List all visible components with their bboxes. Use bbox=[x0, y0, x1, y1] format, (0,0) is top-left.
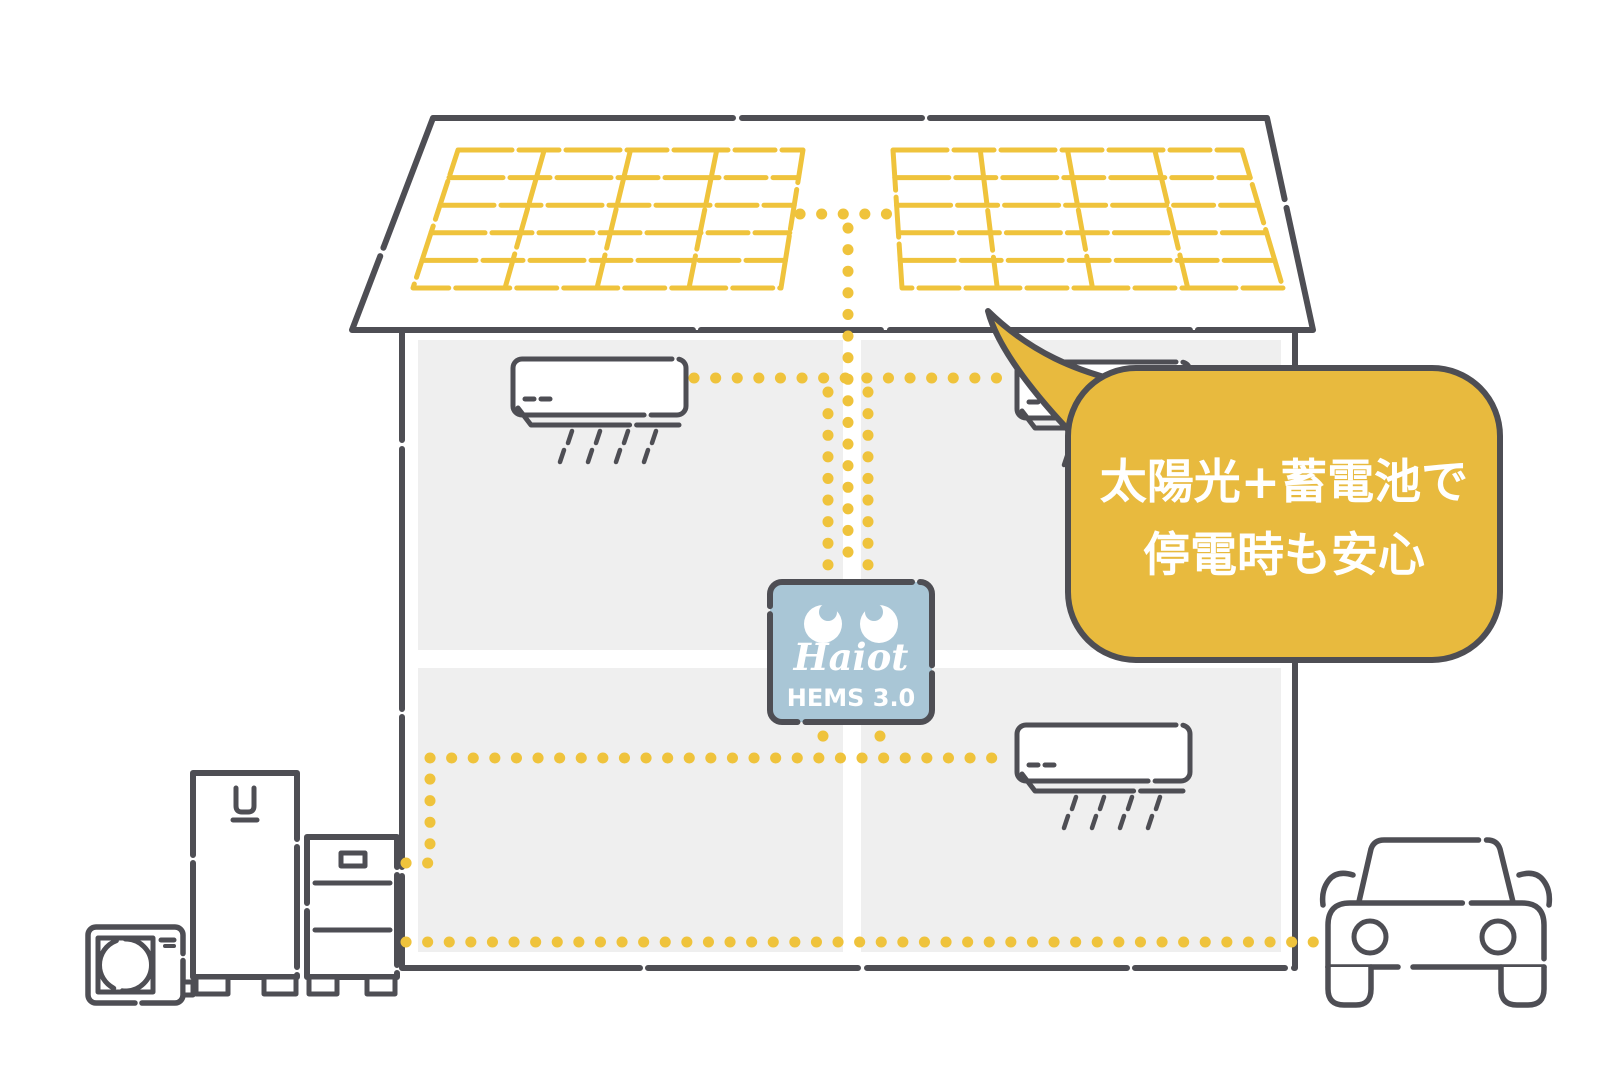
pupil-right bbox=[865, 603, 883, 621]
bubble-body bbox=[1065, 365, 1503, 663]
solar-panel-right bbox=[890, 147, 1286, 291]
water-heater-tank bbox=[190, 770, 300, 997]
headlight-left bbox=[1351, 918, 1389, 956]
electric-car bbox=[1319, 837, 1553, 1008]
connection-dots bbox=[400, 208, 1324, 948]
storage-battery bbox=[304, 834, 400, 997]
hems-controller: Haiot HEMS 3.0 bbox=[767, 579, 935, 725]
headlight-right bbox=[1479, 918, 1517, 956]
car-cabin bbox=[1355, 837, 1517, 909]
hems-eyes bbox=[804, 603, 898, 643]
solar-panel-left bbox=[410, 147, 806, 291]
car-mirror-right bbox=[1516, 870, 1553, 908]
hems-brand-label: Haiot bbox=[793, 635, 909, 679]
fan-icon bbox=[97, 936, 154, 994]
scene: Haiot HEMS 3.0 bbox=[85, 115, 1553, 1008]
speech-bubble: 太陽光+蓄電池で 停電時も安心 bbox=[985, 308, 1503, 663]
hems-model-label: HEMS 3.0 bbox=[787, 684, 916, 712]
tank-vent-mark bbox=[233, 785, 257, 815]
pupil-left bbox=[819, 603, 837, 621]
bubble-text-line1: 太陽光+蓄電池で bbox=[1100, 455, 1468, 510]
wheel-right bbox=[1498, 964, 1547, 1008]
battery-vent bbox=[338, 850, 368, 869]
wheel-left bbox=[1325, 964, 1374, 1008]
heat-pump-unit bbox=[85, 924, 196, 1006]
bubble-text-line2: 停電時も安心 bbox=[1143, 528, 1425, 583]
pipe bbox=[180, 979, 196, 998]
car-mirror-left bbox=[1319, 870, 1356, 908]
